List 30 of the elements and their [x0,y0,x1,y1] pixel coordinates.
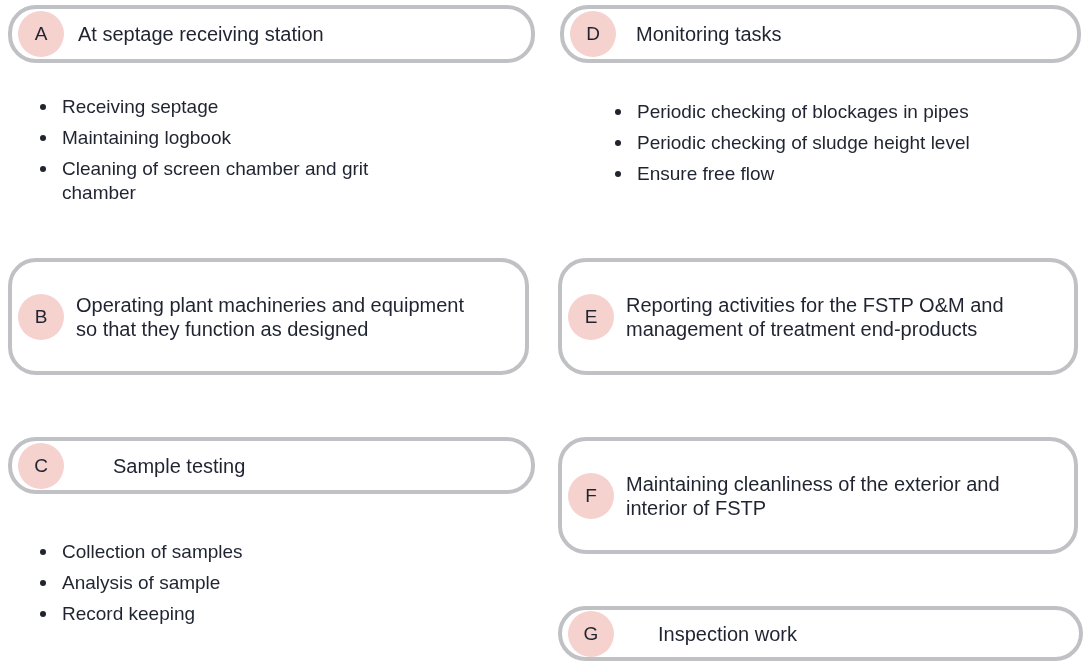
box-heading: Inspection work [658,621,798,646]
rounded-box [560,5,1081,63]
rounded-box [558,437,1078,554]
bullet-item: Receiving septage [62,95,219,119]
rounded-box [8,437,535,494]
letter-circle: A [18,11,64,57]
bullet-item: Ensure free flow [637,162,775,186]
letter-circle: F [568,472,614,519]
box-heading: Maintaining cleanliness of the exterior and interior of FSTP [626,471,1001,520]
box-heading: Sample testing [113,453,247,478]
letter-circle: E [568,293,614,340]
bullet-item: Record keeping [62,602,196,626]
bullet-item: Cleaning of screen chamber and grit chamber [62,157,370,205]
bullet-item: Collection of samples [62,540,243,564]
letter-circle: B [18,293,64,340]
box-heading: Monitoring tasks [636,22,783,46]
rounded-box [8,258,529,375]
box-heading: Operating plant machineries and equipment so that they function as designed [76,292,466,341]
bullet-item: Periodic checking of sludge height level [637,131,970,155]
letter-circle: D [570,11,616,57]
letter-circle: G [568,610,614,657]
box-heading: Reporting activities for the FSTP O&M and management of treatment end-products [626,292,1005,341]
box-heading: At septage receiving station [78,22,325,46]
letter-circle: C [18,442,64,489]
rounded-box [558,606,1083,661]
rounded-box [8,5,535,63]
bullet-item: Maintaining logbook [62,126,231,150]
rounded-box [558,258,1078,375]
bullet-item: Periodic checking of blockages in pipes [637,100,969,124]
bullet-item: Analysis of sample [62,571,221,595]
